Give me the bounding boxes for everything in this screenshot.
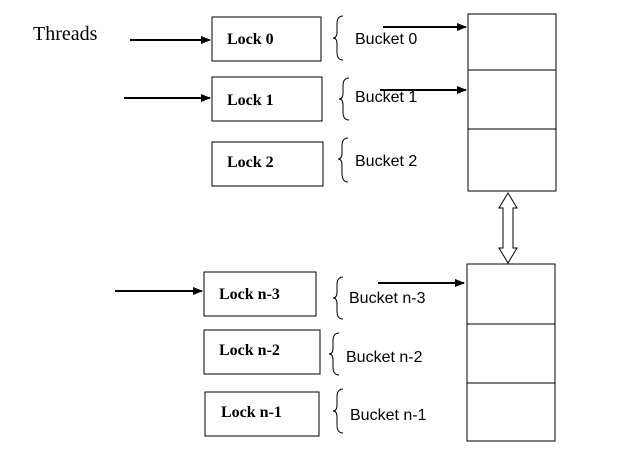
lock-box (203, 329, 321, 375)
lock-label: Lock n-2 (219, 342, 280, 359)
bucket-group-top: Lock 0 Bucket 0 Lock 1 Bucket 1 Lock 2 B… (124, 13, 557, 192)
bucket-label: Bucket n-1 (350, 407, 427, 424)
bucket-brace (332, 276, 344, 320)
bucket-label: Bucket n-3 (349, 290, 426, 307)
bucket-label: Bucket 2 (355, 153, 417, 170)
bucket-brace (328, 332, 340, 376)
lock-label: Lock 1 (227, 92, 274, 109)
row-lock-n-1: Lock n-1 Bucket n-1 (204, 388, 427, 437)
lock-box (211, 141, 324, 187)
bucket-brace (332, 15, 344, 61)
threads-label: Threads (33, 23, 98, 45)
row-lock-2: Lock 2 Bucket 2 (211, 137, 417, 187)
lock-label: Lock n-1 (221, 404, 282, 421)
lock-label: Lock n-3 (219, 286, 280, 303)
bucket-label: Bucket 1 (355, 89, 417, 106)
lock-box (211, 16, 322, 62)
bucket-brace (332, 388, 344, 434)
row-lock-n-2: Lock n-2 Bucket n-2 (203, 329, 423, 376)
continuation-double-arrow (498, 192, 518, 264)
lock-box (203, 271, 317, 317)
bucket-array-frame (466, 263, 556, 442)
row-lock-n-3: Lock n-3 Bucket n-3 (115, 271, 465, 320)
row-lock-1: Lock 1 Bucket 1 (124, 76, 467, 122)
bucket-brace (338, 77, 350, 121)
row-lock-0: Lock 0 Bucket 0 (130, 15, 467, 62)
bucket-array-frame (467, 13, 557, 192)
lock-label: Lock 0 (227, 31, 274, 48)
lock-box (204, 391, 320, 437)
bucket-brace (337, 137, 349, 183)
bucket-label: Bucket n-2 (346, 349, 423, 366)
lock-box (211, 76, 323, 122)
bucket-group-bottom: Lock n-3 Bucket n-3 Lock n-2 Bucket n-2 … (115, 263, 556, 442)
bucket-label: Bucket 0 (355, 31, 417, 48)
lock-label: Lock 2 (227, 154, 274, 171)
bucket-array-bottom (466, 263, 556, 442)
bucket-array-top (467, 13, 557, 192)
